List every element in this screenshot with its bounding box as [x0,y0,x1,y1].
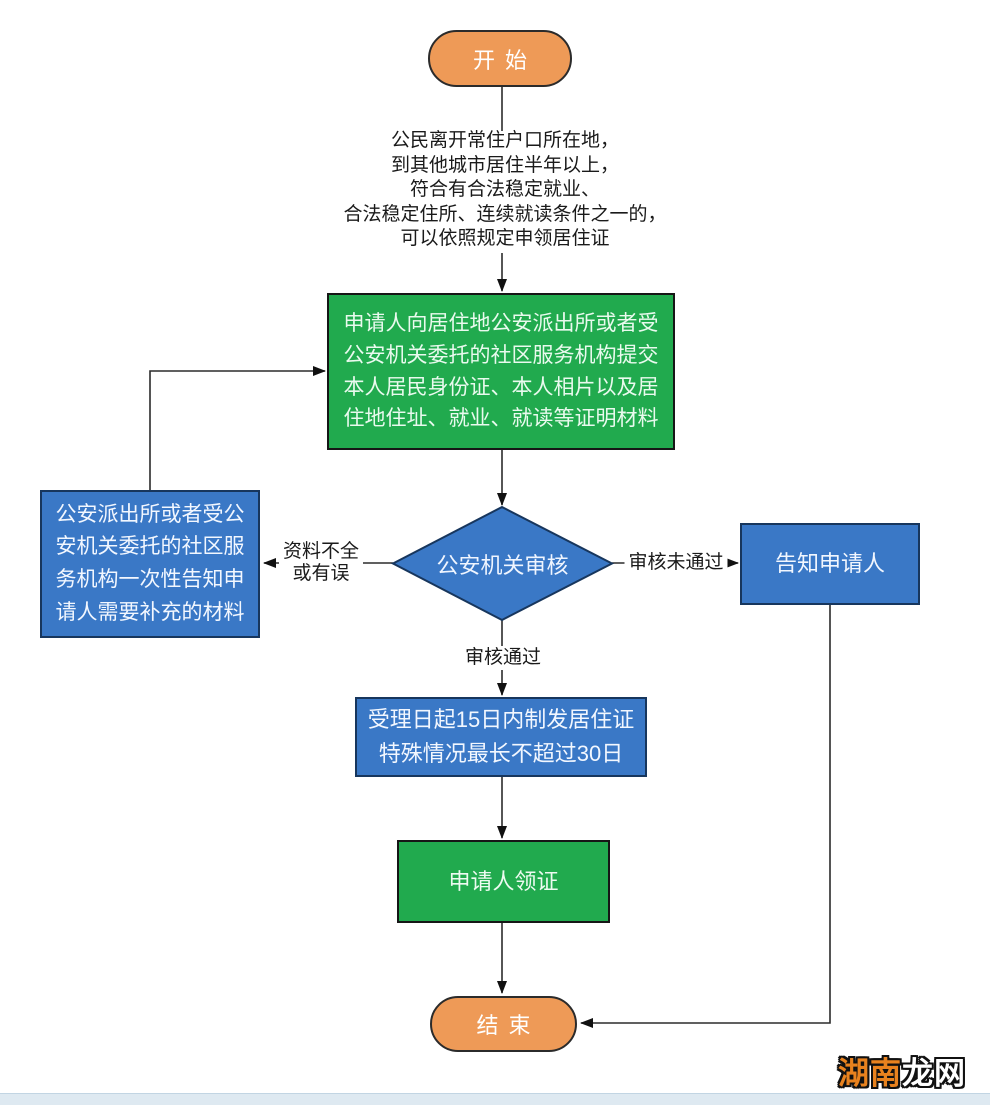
edge-label-fail: 审核未通过 [624,551,728,575]
edge-supplement-to-submit [149,366,326,490]
watermark-part1: 湖南 [838,1056,902,1091]
review-decision-label: 公安机关审核 [436,552,569,578]
site-watermark: 湖南龙网 [838,1048,966,1093]
edge-label-incomplete: 资料不全 或有误 [278,540,364,586]
submit-materials-node: 申请人向居住地公安派出所或者受 公安机关委托的社区服务机构提交 本人居民身份证、… [327,293,675,450]
watermark-part2: 龙网 [902,1056,966,1091]
footer-strip [0,1093,990,1105]
edge-label-pass: 审核通过 [460,646,546,670]
end-node: 结束 [430,996,577,1052]
collect-permit-node: 申请人领证 [397,840,610,923]
edge-notify-to-end [580,605,831,1028]
issue-permit-node: 受理日起15日内制发居住证 特殊情况最长不超过30日 [355,697,647,777]
notify-applicant-node: 告知申请人 [740,523,920,605]
start-node: 开始 [428,30,572,87]
intro-conditions-text: 公民离开常住户口所在地， 到其他城市居住半年以上， 符合有合法稳定就业、 合法稳… [343,130,667,249]
supplement-notice-node: 公安派出所或者受公 安机关委托的社区服 务机构一次性告知申 请人需要补充的材料 [40,490,260,638]
review-diamond-shape [390,505,615,622]
